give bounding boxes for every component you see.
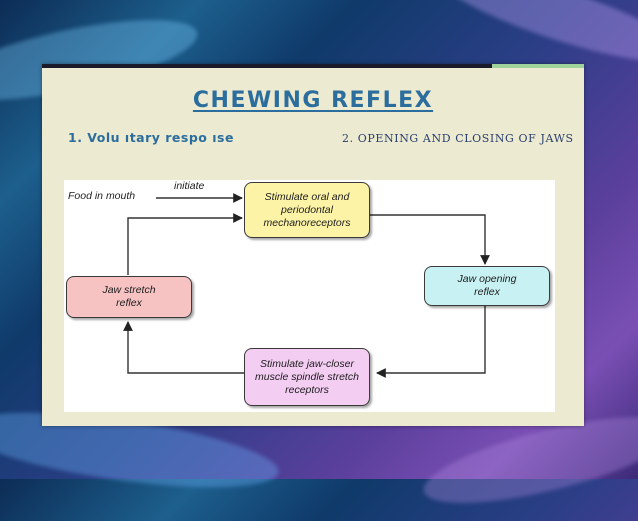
slide-top-bar: [42, 64, 584, 68]
diagram-arrows: [123, 193, 490, 378]
arrow-to-jaw-opening: [368, 214, 490, 265]
box-stimulate-oral-text: Stimulate oral and periodontal mechanore…: [263, 190, 351, 229]
subtitle-voluntary-response: 1. Volu ıtary respo ıse: [68, 130, 234, 145]
subtitle-opening-closing: 2. OPENING AND CLOSING OF JAWS: [342, 132, 574, 145]
box-jaw-opening-text: Jaw opening reflex: [457, 273, 517, 298]
box-stimulate-jaw-closer-text: Stimulate jaw-closer muscle spindle stre…: [255, 357, 359, 396]
slide-title: CHEWING REFLEX: [192, 88, 434, 113]
initiate-label: initiate: [174, 180, 205, 192]
slide-top-accent: [492, 64, 584, 68]
arrow-to-jaw-closer: [376, 305, 486, 378]
arrow-to-oral-stimulus: [127, 213, 243, 275]
box-jaw-stretch-reflex: Jaw stretch reflex: [66, 276, 192, 318]
slide: CHEWING REFLEX 1. Volu ıtary respo ıse 2…: [42, 64, 584, 426]
arrow-to-jaw-stretch: [123, 321, 244, 374]
box-stimulate-jaw-closer: Stimulate jaw-closer muscle spindle stre…: [244, 348, 370, 406]
box-jaw-opening-reflex: Jaw opening reflex: [424, 266, 550, 306]
box-jaw-stretch-text: Jaw stretch reflex: [102, 284, 156, 309]
chewing-reflex-diagram: Food in mouth initiate Stimulate oral an…: [64, 180, 555, 412]
box-stimulate-oral-mechanoreceptors: Stimulate oral and periodontal mechanore…: [244, 182, 370, 238]
food-in-mouth-label: Food in mouth: [68, 190, 136, 202]
